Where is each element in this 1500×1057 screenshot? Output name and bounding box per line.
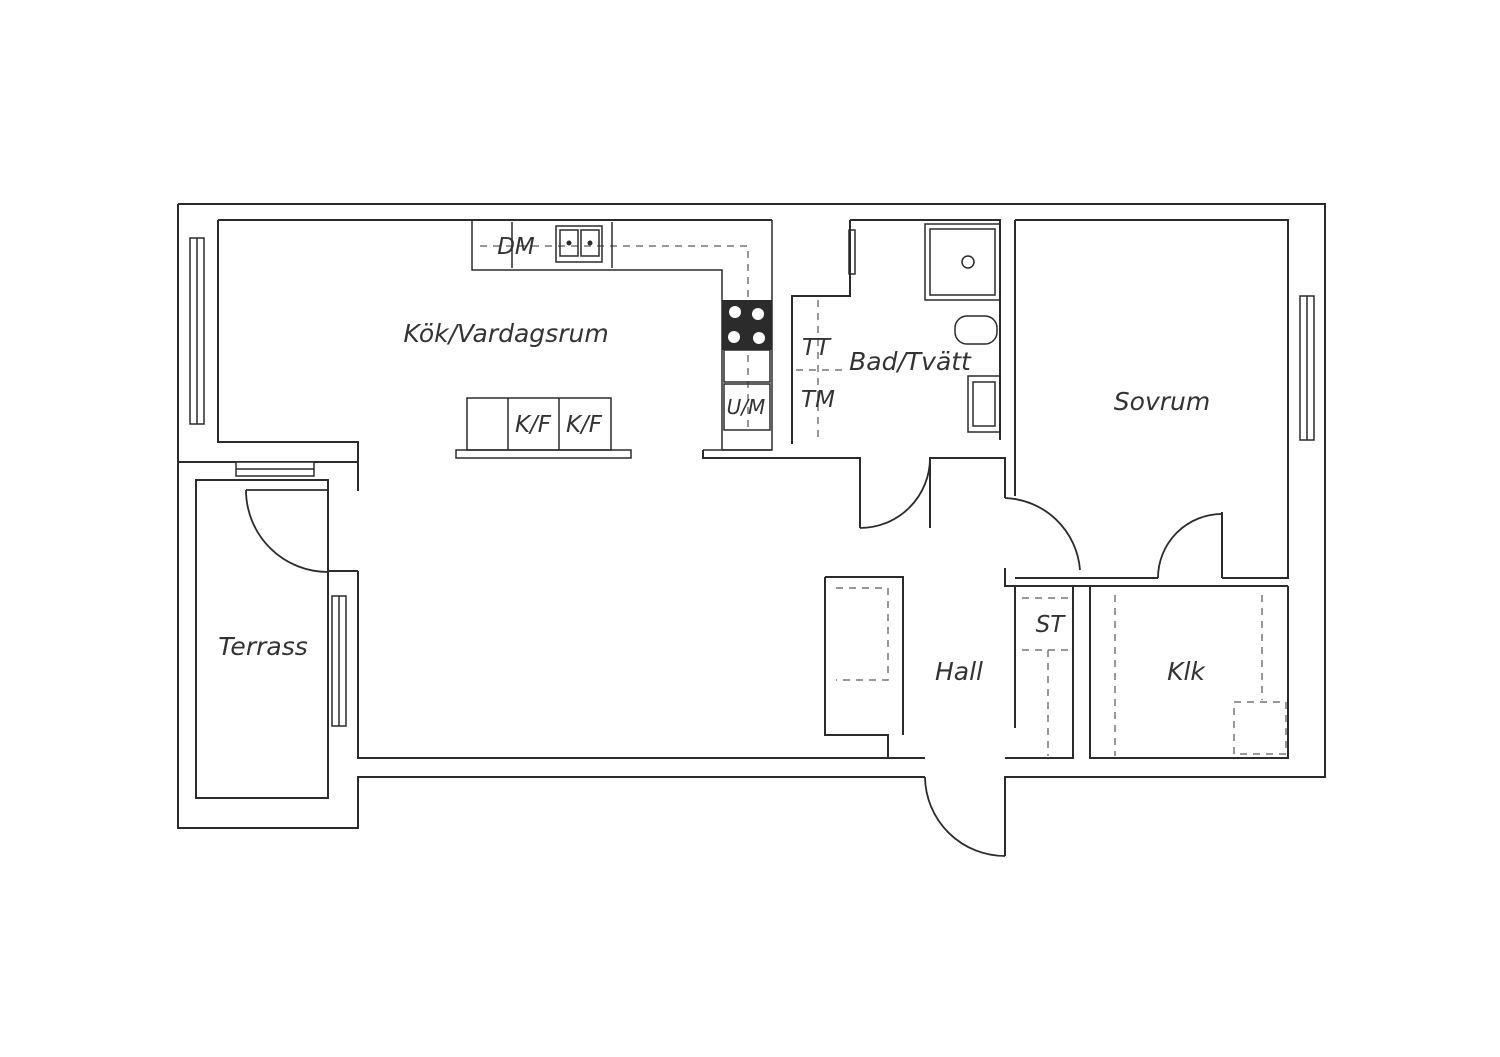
room-label-kitchen-living: Kök/Vardagsrum bbox=[403, 319, 608, 348]
laundry-column bbox=[796, 300, 842, 440]
hob-icon bbox=[722, 300, 772, 350]
kitchen-living-walls bbox=[217, 219, 1001, 759]
bath-walls bbox=[702, 220, 1016, 528]
windows bbox=[189, 237, 1315, 727]
wardrobes bbox=[836, 587, 1287, 756]
room-label-closet: Klk bbox=[1167, 657, 1206, 686]
room-label-bath: Bad/Tvätt bbox=[849, 347, 972, 376]
fixture-label-fridge-1: K/F bbox=[515, 412, 552, 438]
fixture-label-dishwasher: DM bbox=[497, 234, 535, 260]
bedroom-walls bbox=[1004, 219, 1289, 759]
doors bbox=[245, 457, 1223, 857]
bath-fixtures bbox=[848, 223, 1001, 433]
fixture-label-microwave: U/M bbox=[727, 395, 766, 419]
fixture-label-dryer: TT bbox=[802, 335, 832, 361]
room-label-bedroom: Sovrum bbox=[1114, 387, 1210, 416]
fixture-label-storage: ST bbox=[1036, 612, 1067, 638]
fixture-label-fridge-2: K/F bbox=[566, 412, 603, 438]
outer-walls bbox=[177, 203, 1326, 856]
room-label-hall: Hall bbox=[935, 657, 983, 686]
kitchen-island bbox=[455, 397, 632, 459]
fixture-label-washer: TM bbox=[801, 387, 835, 413]
hall-walls bbox=[824, 576, 1074, 759]
terrace-walls bbox=[178, 461, 358, 799]
room-label-terrace: Terrass bbox=[218, 632, 308, 661]
